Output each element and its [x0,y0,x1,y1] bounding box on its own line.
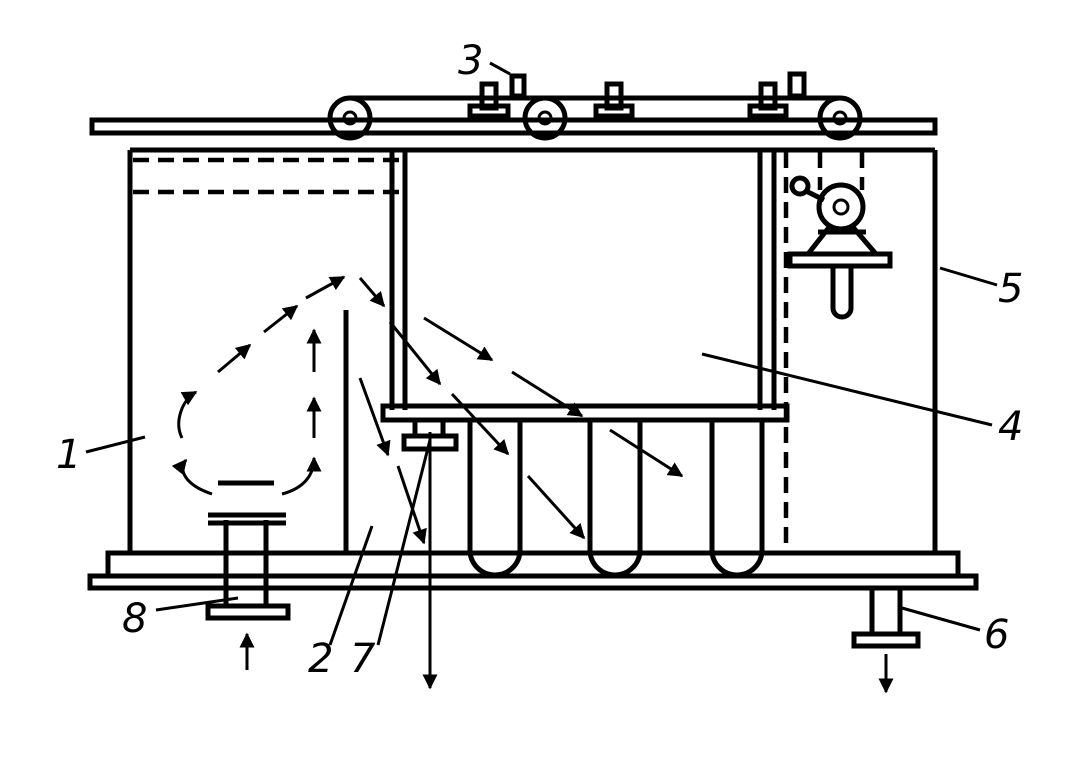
roller-chain [327,95,863,141]
part-labels: 1 2 7 3 4 5 6 8 [56,38,1023,682]
hangers [467,71,807,119]
leader-lines [85,61,998,646]
label-6: 6 [984,612,1009,658]
drive-mechanism [787,175,893,320]
label-4: 4 [998,404,1023,450]
right-dashed-wall [783,152,865,553]
dashed-upper-section [133,157,405,195]
label-8: 8 [122,596,147,642]
sample-tubes [467,420,765,578]
label-1: 1 [56,432,81,478]
label-5: 5 [998,266,1023,312]
tank-body [87,147,979,591]
top-rail [89,117,938,136]
flow-arrows [171,275,894,694]
inlet-pipe [205,480,291,621]
label-3: 3 [458,38,483,84]
basket-frame [380,152,790,423]
label-7: 7 [350,636,376,682]
label-2: 2 [308,636,333,682]
drain-pipe [851,588,921,649]
